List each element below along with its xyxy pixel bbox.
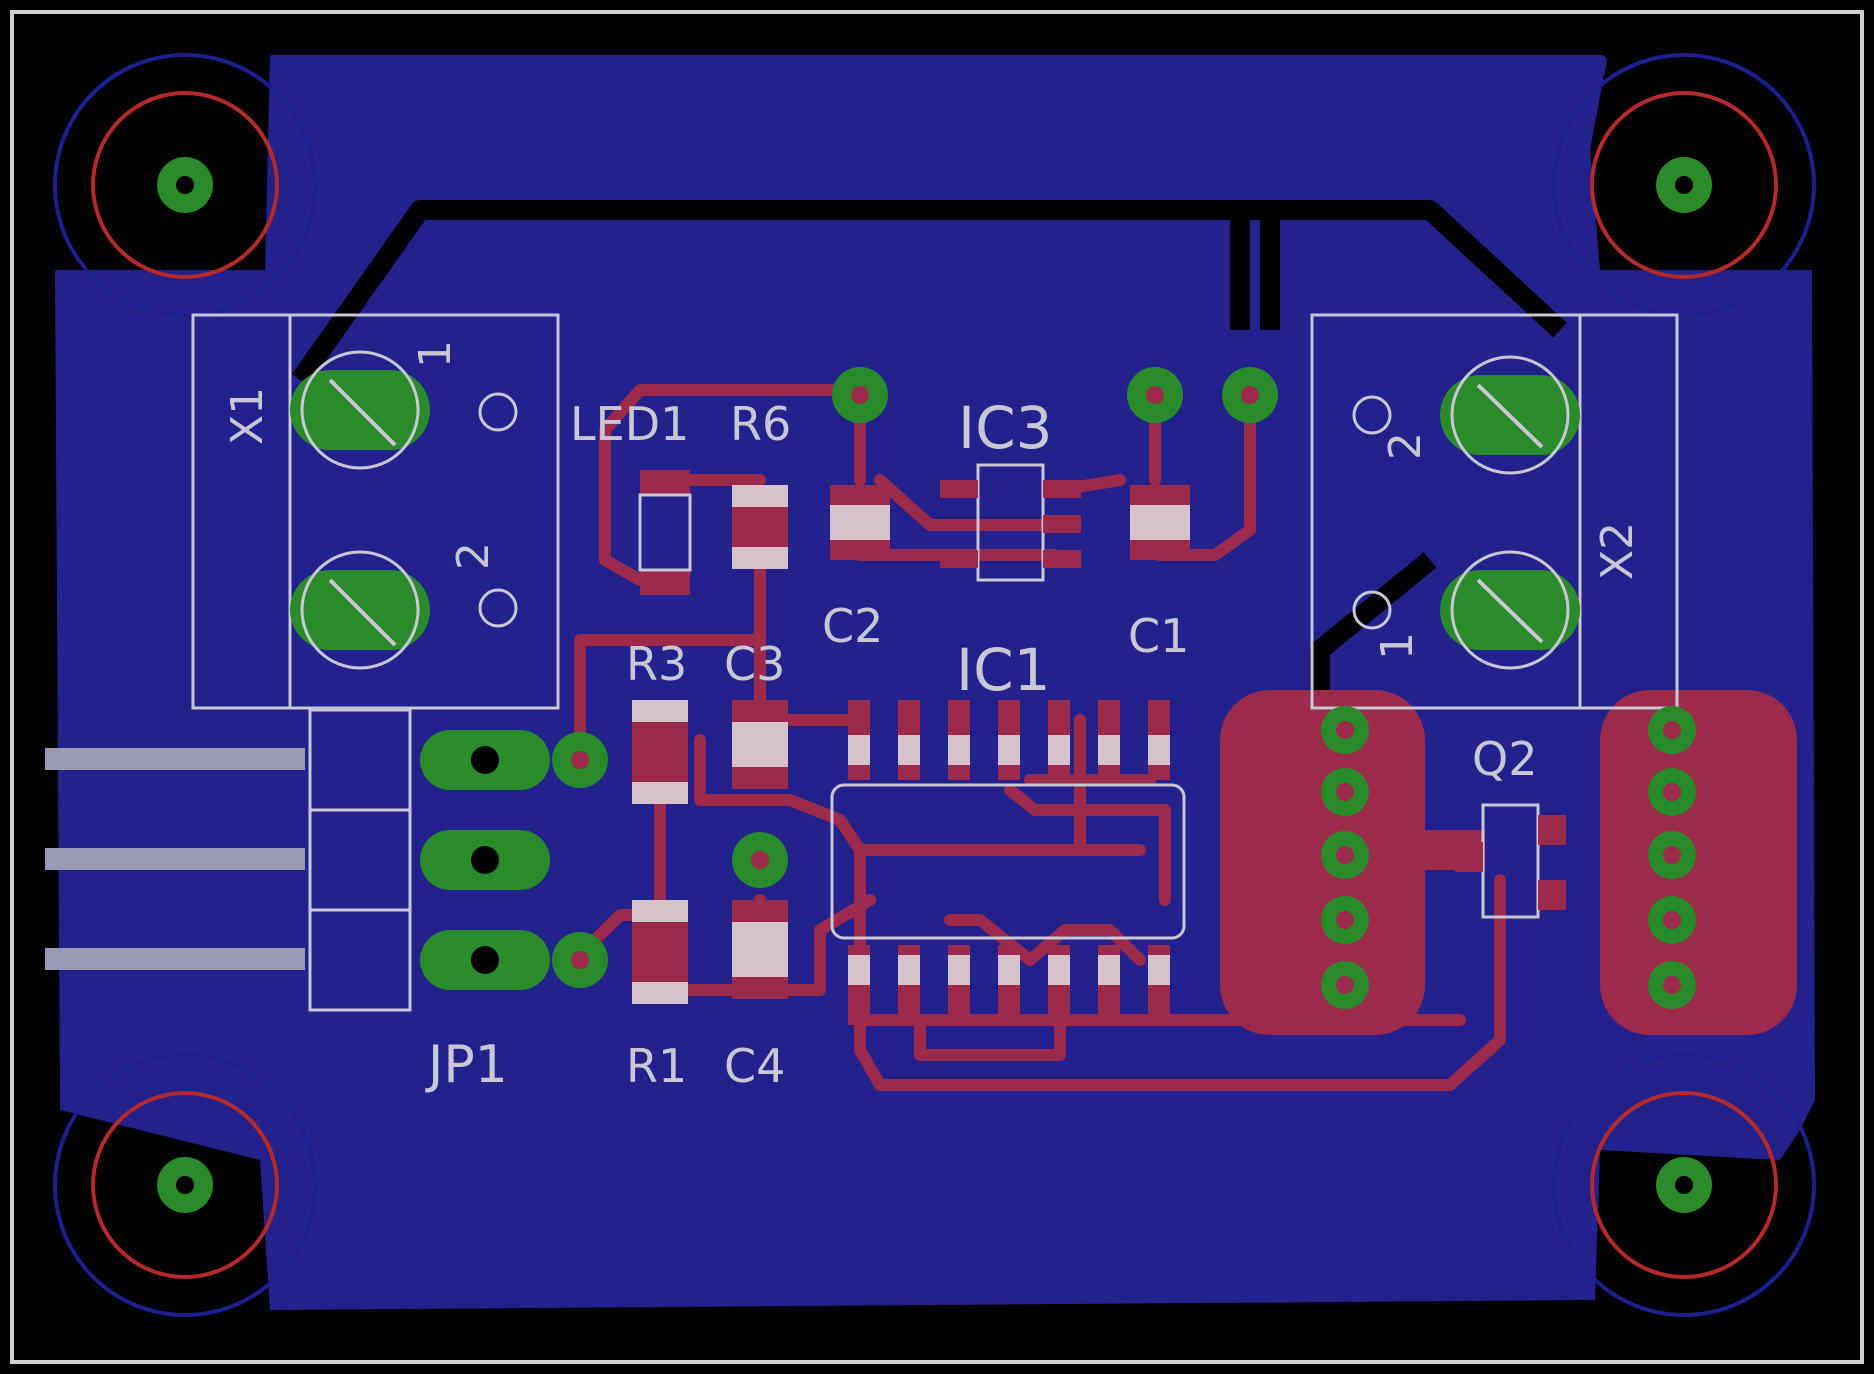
board-outline bbox=[10, 10, 1864, 1364]
label-led1: LED1 bbox=[570, 397, 689, 451]
label-jp1: JP1 bbox=[425, 1035, 508, 1095]
terminal-block-x1 bbox=[191, 313, 560, 710]
mounting-hole-top-right bbox=[1552, 53, 1816, 317]
label-c1: C1 bbox=[1128, 609, 1189, 663]
mounting-hole-top-left bbox=[53, 53, 317, 317]
label-ic1: IC1 bbox=[956, 636, 1051, 704]
label-x1-pin1: 1 bbox=[410, 340, 461, 368]
label-x2-pin2: 2 bbox=[1380, 432, 1431, 460]
label-x2: X2 bbox=[1592, 522, 1643, 580]
ic1-soic bbox=[830, 700, 1186, 1025]
label-r3: R3 bbox=[626, 637, 687, 691]
vias bbox=[552, 367, 1278, 988]
label-r1: R1 bbox=[626, 1039, 687, 1093]
label-c3: C3 bbox=[724, 637, 785, 691]
label-x1-pin2: 2 bbox=[448, 542, 499, 570]
label-c4: C4 bbox=[724, 1039, 785, 1093]
q2-transistor bbox=[1321, 706, 1696, 1009]
header-jp1 bbox=[45, 708, 550, 1012]
label-ic3: IC3 bbox=[958, 394, 1053, 462]
label-x2-pin1: 1 bbox=[1372, 632, 1423, 660]
label-c2: C2 bbox=[822, 599, 883, 653]
terminal-block-x2 bbox=[1310, 313, 1679, 710]
label-x1: X1 bbox=[222, 387, 273, 445]
mounting-hole-bottom-left bbox=[53, 1053, 317, 1317]
label-r6: R6 bbox=[730, 397, 791, 451]
label-q2: Q2 bbox=[1472, 732, 1537, 786]
ic3-sot bbox=[940, 463, 1081, 582]
q2-copper-zone-right bbox=[1600, 690, 1797, 1035]
copper-pour-bottom bbox=[55, 55, 1815, 1310]
smd-passives bbox=[632, 470, 1190, 1004]
isolation-channels bbox=[130, 200, 1600, 1340]
mounting-hole-bottom-right bbox=[1552, 1053, 1816, 1317]
